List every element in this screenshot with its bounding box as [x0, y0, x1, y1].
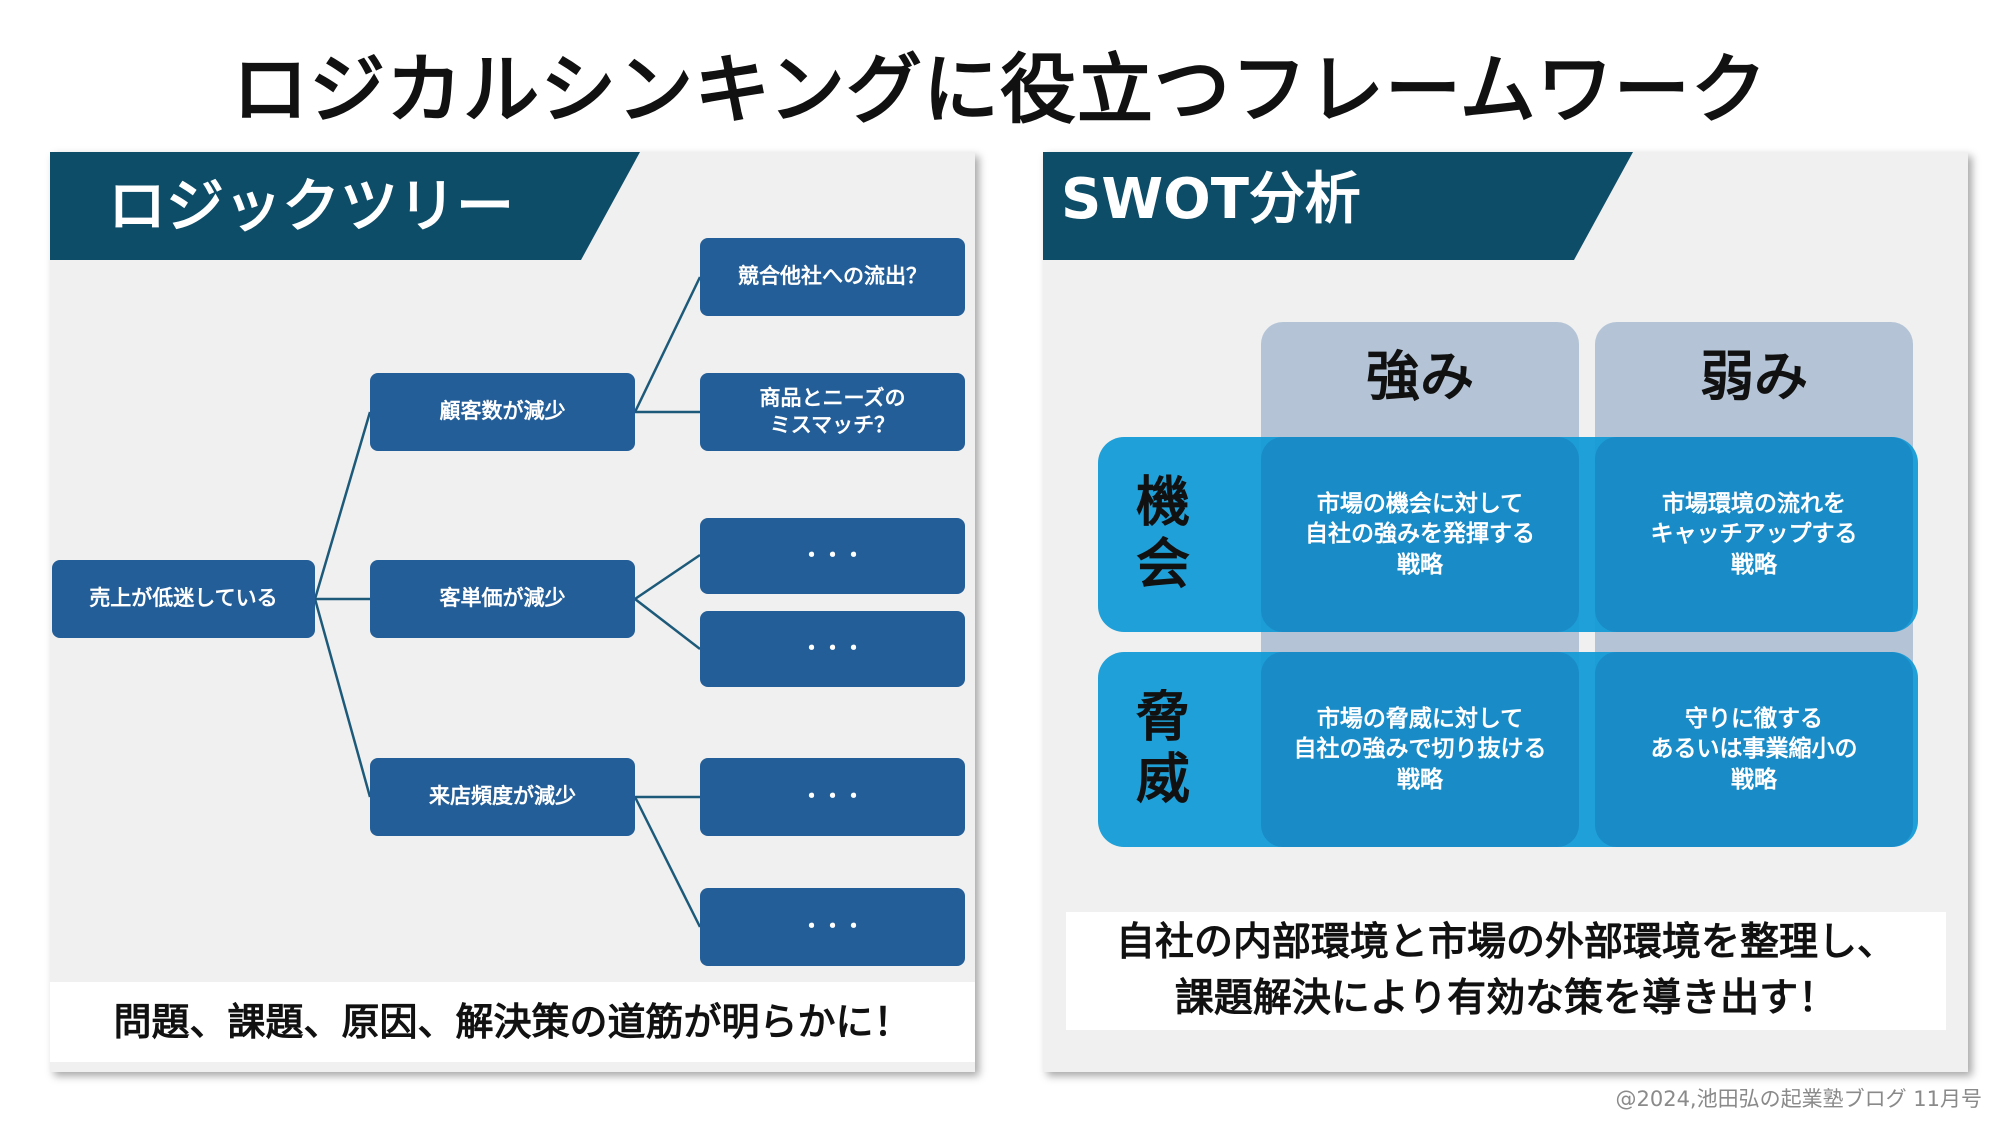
- logic-tree-banner: [50, 152, 640, 260]
- swot-banner: [1043, 152, 1633, 260]
- tree-leaf-node: ・・・: [700, 518, 965, 594]
- swot-caption: 自社の内部環境と市場の外部環境を整理し、 課題解決により有効な策を導き出す！: [1066, 912, 1946, 1030]
- swot-row-threats: 脅威 市場の脅威に対して 自社の強みで切り抜ける 戦略 守りに徹する あるいは事…: [1098, 652, 1918, 847]
- tree-leaf-node: ・・・: [700, 888, 965, 966]
- swot-column-label: 弱み: [1700, 345, 1808, 408]
- connector-root-b3: [313, 598, 372, 798]
- swot-row-opportunities: 機会 市場の機会に対して 自社の強みを発揮する 戦略 市場環境の流れを キャッチ…: [1098, 437, 1918, 632]
- tree-branch-node: 顧客数が減少: [370, 373, 635, 451]
- swot-heading: SWOT分析: [1061, 167, 1361, 232]
- tree-leaf-node: 商品とニーズの ミスマッチ？: [700, 373, 965, 451]
- tree-leaf-node: ・・・: [700, 758, 965, 836]
- swot-cell-strength-threat: 市場の脅威に対して 自社の強みで切り抜ける 戦略: [1261, 652, 1579, 847]
- swot-row-label: 機会: [1126, 472, 1190, 597]
- connector-root-b1: [313, 411, 372, 600]
- swot-cell-strength-opportunity: 市場の機会に対して 自社の強みを発揮する 戦略: [1261, 437, 1579, 632]
- tree-branch-node: 客単価が減少: [370, 560, 635, 638]
- tree-root-node: 売上が低迷している: [52, 560, 315, 638]
- connector-b2-c2: [634, 598, 701, 650]
- footer-credit: @2024,池田弘の起業塾ブログ 11月号: [1615, 1087, 1982, 1111]
- swot-column-label: 強み: [1366, 345, 1474, 408]
- connector-b1-c1: [633, 276, 702, 413]
- tree-branch-node: 来店頻度が減少: [370, 758, 635, 836]
- swot-row-label: 脅威: [1126, 687, 1190, 812]
- swot-cell-weakness-opportunity: 市場環境の流れを キャッチアップする 戦略: [1595, 437, 1913, 632]
- logic-tree-heading: ロジックツリー: [108, 172, 515, 240]
- logic-tree-connectors: [313, 276, 702, 928]
- logic-tree-panel: ロジックツリー 売上が低迷している 顧客数が減少 客単価が減少 来店頻度が減少 …: [50, 152, 975, 1072]
- connector-b2-c1: [634, 553, 701, 601]
- page-title: ロジカルシンキングに役立つフレームワーク: [232, 45, 1768, 134]
- tree-leaf-node: 競合他社への流出？: [700, 238, 965, 316]
- swot-cell-weakness-threat: 守りに徹する あるいは事業縮小の 戦略: [1595, 652, 1913, 847]
- connector-b3-c2: [633, 796, 702, 928]
- tree-leaf-node: ・・・: [700, 611, 965, 687]
- swot-panel: SWOT分析 強み 弱み 機会 市場の機会に対して 自社の強みを発揮する 戦略 …: [1043, 152, 1968, 1072]
- logic-tree-caption: 問題、課題、原因、解決策の道筋が明らかに！: [50, 982, 975, 1062]
